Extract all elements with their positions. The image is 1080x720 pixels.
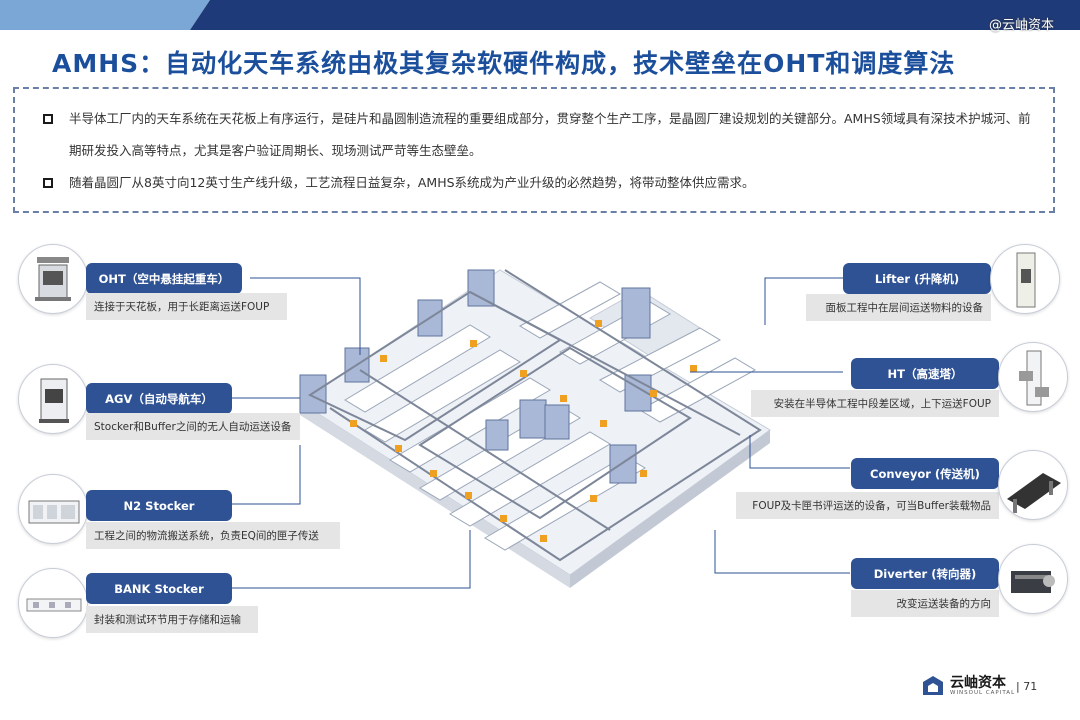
watermark-text: @云岫资本 bbox=[988, 18, 1054, 33]
brand-subtitle: WINSOUL CAPITAL bbox=[950, 690, 1016, 696]
n2-stocker-desc: 工程之间的物流搬送系统，负责EQ间的匣子传送 bbox=[86, 522, 340, 549]
ht-desc: 安装在半导体工程中段差区域，上下运送FOUP bbox=[751, 390, 999, 417]
diverter-label: Diverter (转向器) bbox=[851, 558, 999, 589]
oht-image bbox=[18, 244, 88, 314]
ht-image bbox=[998, 342, 1068, 412]
agv-image bbox=[18, 364, 88, 434]
bank-stocker-image bbox=[18, 568, 88, 638]
bullet-text: 随着晶圆厂从8英寸向12英寸生产线升级，工艺流程日益复杂，AMHS系统成为产业升… bbox=[69, 175, 755, 190]
agv-desc: Stocker和Buffer之间的无人自动运送设备 bbox=[86, 413, 300, 440]
summary-box: 半导体工厂内的天车系统在天花板上有序运行，是硅片和晶圆制造流程的重要组成部分，贯… bbox=[13, 87, 1055, 213]
agv-label: AGV（自动导航车） bbox=[86, 383, 232, 414]
lifter-image bbox=[990, 244, 1060, 314]
logo-mark-icon bbox=[923, 676, 943, 695]
conveyor-label: Conveyor (传送机) bbox=[851, 458, 999, 489]
brand-logo: 云岫资本 WINSOUL CAPITAL bbox=[922, 675, 1015, 697]
lifter-label: Lifter (升降机) bbox=[843, 263, 991, 294]
diverter-desc: 改变运送装备的方向 bbox=[851, 590, 999, 617]
diverter-image bbox=[998, 544, 1068, 614]
ht-label: HT（高速塔） bbox=[851, 358, 999, 389]
bank-stocker-label: BANK Stocker bbox=[86, 573, 232, 604]
bank-stocker-desc: 封装和测试环节用于存储和运输 bbox=[86, 606, 258, 633]
bullet-text: 半导体工厂内的天车系统在天花板上有序运行，是硅片和晶圆制造流程的重要组成部分，贯… bbox=[69, 111, 1031, 158]
conveyor-image bbox=[998, 450, 1068, 520]
brand-name: 云岫资本 bbox=[950, 675, 1006, 691]
bullet-item: 半导体工厂内的天车系统在天花板上有序运行，是硅片和晶圆制造流程的重要组成部分，贯… bbox=[39, 103, 1039, 167]
bullet-item: 随着晶圆厂从8英寸向12英寸生产线升级，工艺流程日益复杂，AMHS系统成为产业升… bbox=[39, 167, 1039, 199]
square-bullet-icon bbox=[43, 114, 53, 124]
n2-stocker-image bbox=[18, 474, 88, 544]
page-number: | 71 bbox=[1016, 680, 1038, 693]
square-bullet-icon bbox=[43, 178, 53, 188]
n2-stocker-label: N2 Stocker bbox=[86, 490, 232, 521]
oht-desc: 连接于天花板，用于长距离运送FOUP bbox=[86, 293, 287, 320]
page-title: AMHS：自动化天车系统由极其复杂软硬件构成，技术壁垒在OHT和调度算法 bbox=[52, 49, 956, 78]
amhs-diagram: OHT（空中悬挂起重车） 连接于天花板，用于长距离运送FOUP AGV（自动导航… bbox=[0, 230, 1080, 660]
factory-illustration bbox=[232, 269, 850, 589]
top-banner bbox=[0, 0, 1080, 30]
conveyor-desc: FOUP及卡匣书评运送的设备，可当Buffer装载物品 bbox=[736, 492, 999, 519]
lifter-desc: 面板工程中在层间运送物料的设备 bbox=[806, 294, 991, 321]
oht-label: OHT（空中悬挂起重车） bbox=[86, 263, 242, 294]
